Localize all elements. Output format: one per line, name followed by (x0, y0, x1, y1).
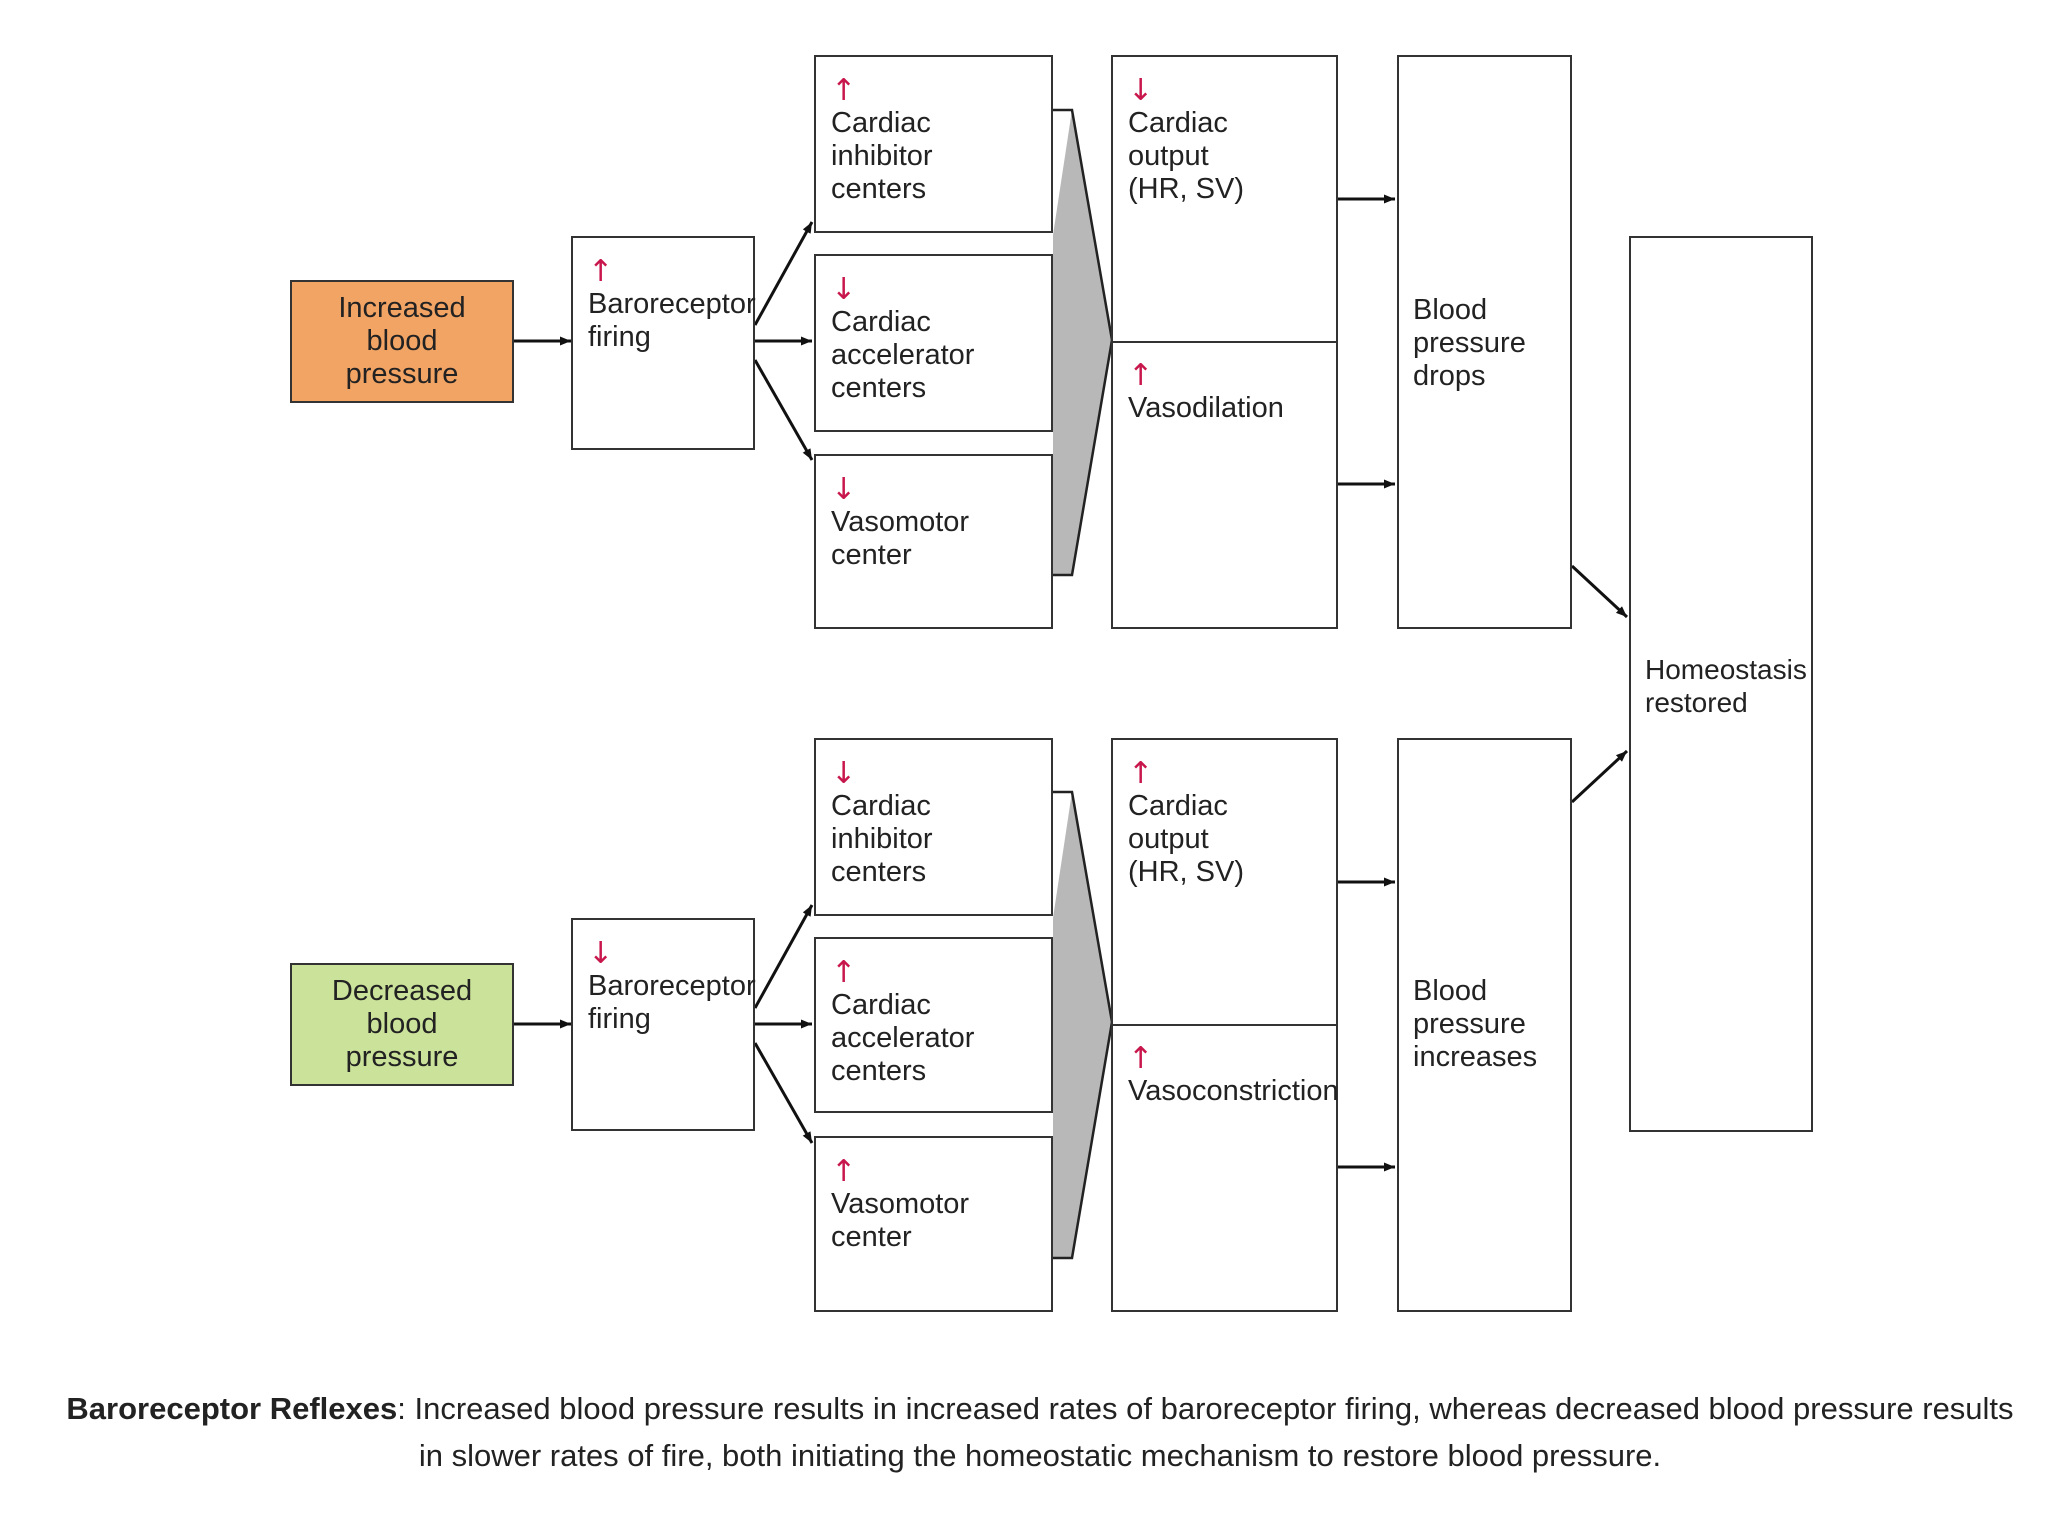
top-inhibitor-label: Cardiac inhibitor centers (831, 107, 933, 205)
bottom-vasomotor-label: Vasomotor center (831, 1188, 970, 1253)
bottom-inhibitor-label: Cardiac inhibitor centers (831, 790, 933, 888)
top-accelerator-label: Cardiac accelerator centers (831, 306, 975, 404)
bottom-vasoconstriction-label: Vasoconstriction (1128, 1075, 1339, 1107)
arrow-top-baroreceptor-to-inhibitor (753, 221, 814, 326)
top-cardiac-inhibitor-box: ↑ Cardiac inhibitor centers (814, 55, 1053, 233)
bottom-cardiac-output-label: Cardiac output (HR, SV) (1128, 790, 1244, 888)
decreased-blood-pressure-label: Decreased blood pressure (331, 975, 473, 1073)
homeostasis-restored-label: Homeostasis restored (1645, 654, 1807, 718)
bottom-vasoconstriction-indicator: ↑ (1128, 1041, 1154, 1076)
caption-title: Baroreceptor Reflexes (66, 1391, 398, 1426)
top-vasodilation-label: Vasodilation (1128, 392, 1284, 424)
bottom-effects-divider (1113, 1024, 1336, 1026)
decreased-blood-pressure-box: Decreased blood pressure (290, 963, 514, 1086)
bottom-baroreceptor-firing-box: ↓ Baroreceptor firing (571, 918, 756, 1131)
increased-blood-pressure-label: Increased blood pressure (338, 292, 466, 390)
bottom-baroreceptor-indicator: ↓ (588, 936, 614, 971)
bottom-vasoconstriction-section: ↑ Vasoconstriction (1113, 1041, 1339, 1108)
bottom-inhibitor-indicator: ↓ (831, 756, 857, 791)
top-cardiac-output-indicator: ↓ (1128, 73, 1154, 108)
top-baroreceptor-label: Baroreceptor firing (588, 288, 756, 353)
bottom-accelerator-label: Cardiac accelerator centers (831, 989, 975, 1087)
top-integration-funnel (1053, 110, 1112, 575)
bottom-cardiac-output-indicator: ↑ (1128, 756, 1154, 791)
arrow-bottom-baroreceptor-to-inhibitor (753, 904, 814, 1009)
homeostasis-restored-box: Homeostasis restored (1629, 236, 1813, 1132)
top-cardiac-output-section: ↓ Cardiac output (HR, SV) (1113, 75, 1336, 206)
arrow-bottom-result-to-homeostasis (1570, 749, 1629, 804)
increased-blood-pressure-box: Increased blood pressure (290, 280, 514, 403)
blood-pressure-drops-label: Blood pressure drops (1413, 294, 1526, 392)
top-cardiac-output-label: Cardiac output (HR, SV) (1128, 107, 1244, 205)
top-cardiac-accelerator-box: ↓ Cardiac accelerator centers (814, 254, 1053, 432)
blood-pressure-increases-label: Blood pressure increases (1413, 975, 1538, 1073)
arrow-top-result-to-homeostasis (1570, 564, 1629, 619)
arrow-bottom-baroreceptor-to-vasomotor (753, 1042, 814, 1144)
bottom-vasomotor-indicator: ↑ (831, 1154, 857, 1189)
bottom-baroreceptor-label: Baroreceptor firing (588, 970, 756, 1035)
bottom-cardiac-output-section: ↑ Cardiac output (HR, SV) (1113, 758, 1336, 889)
top-vasodilation-section: ↑ Vasodilation (1113, 360, 1336, 425)
bottom-cardiac-inhibitor-box: ↓ Cardiac inhibitor centers (814, 738, 1053, 916)
top-effects-divider (1113, 341, 1336, 343)
top-vasodilation-indicator: ↑ (1128, 358, 1154, 393)
arrow-top-baroreceptor-to-vasomotor (753, 359, 814, 461)
bottom-cardiac-accelerator-box: ↑ Cardiac accelerator centers (814, 937, 1053, 1113)
bottom-effects-box: ↑ Cardiac output (HR, SV) ↑ Vasoconstric… (1111, 738, 1339, 1312)
blood-pressure-drops-box: Blood pressure drops (1397, 55, 1572, 629)
top-vasomotor-indicator: ↓ (831, 472, 857, 507)
top-vasomotor-label: Vasomotor center (831, 506, 970, 571)
top-vasomotor-box: ↓ Vasomotor center (814, 454, 1053, 629)
top-baroreceptor-indicator: ↑ (588, 254, 614, 289)
bottom-integration-funnel (1053, 792, 1112, 1258)
top-baroreceptor-firing-box: ↑ Baroreceptor firing (571, 236, 756, 450)
top-effects-box: ↓ Cardiac output (HR, SV) ↑ Vasodilation (1111, 55, 1338, 629)
caption-text: : Increased blood pressure results in in… (397, 1391, 2014, 1473)
bottom-accelerator-indicator: ↑ (831, 955, 857, 990)
top-accelerator-indicator: ↓ (831, 272, 857, 307)
blood-pressure-increases-box: Blood pressure increases (1397, 738, 1572, 1312)
figure-caption: Baroreceptor Reflexes: Increased blood p… (60, 1385, 2020, 1479)
bottom-vasomotor-box: ↑ Vasomotor center (814, 1136, 1053, 1312)
top-inhibitor-indicator: ↑ (831, 73, 857, 108)
